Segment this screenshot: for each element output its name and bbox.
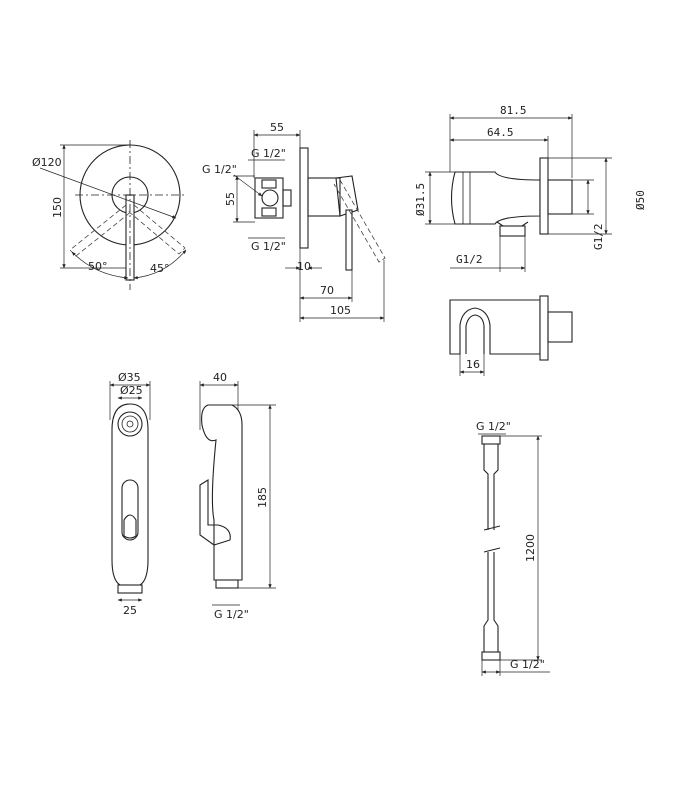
bracket-body [449,299,541,355]
dim-70-label: 70 [320,284,334,297]
mixer-body-box [254,177,284,219]
height-plate-label: 150 [51,197,64,218]
dim-16-label: 16 [466,358,480,371]
top-width-label: 55 [270,121,284,134]
mixer-front-view: Ø120 150 50° 45° [32,140,187,290]
thread-bottom-label: G 1/2" [510,658,545,671]
wall-plate [299,147,309,249]
length-label: 1200 [524,534,537,562]
holder-outlet-view: 81.5 64.5 Ø31.5 Ø50 G1/2 G1/2 [414,104,647,272]
height-55-label: 55 [224,192,237,206]
thread-top-label: G 1/2" [476,420,511,433]
dia-body-label: Ø31.5 [414,183,427,216]
dia-flange-label: Ø50 [634,190,647,210]
angle-left-label: 50° [88,260,108,273]
width-bottom-label: 25 [123,604,137,617]
hand-shower-side: 40 185 G 1/2" [199,371,276,621]
dia-plate-label: Ø120 [32,156,62,169]
holder-body [450,171,541,225]
shower-body-side [201,404,243,581]
thread-bottom-label: G 1/2" [251,240,286,253]
trigger-slot [121,479,139,541]
spray-head [117,411,143,437]
shower-body-front [111,403,149,586]
dim-10-label: 10 [297,260,311,273]
thread-bottom-label: G1/2 [456,253,483,266]
thread-label: G 1/2" [214,608,249,621]
len-mid-label: 64.5 [487,126,514,139]
dia-outer-label: Ø35 [118,371,141,384]
holder-bracket-view: 16 [449,295,573,376]
side-lever [345,209,353,271]
trigger-side [199,479,231,546]
thread-right-label: G1/2 [592,224,605,251]
dim-105-label: 105 [330,304,351,317]
thread-top-label: G 1/2" [251,147,286,160]
len-total-label: 81.5 [500,104,527,117]
lever-left-position [69,204,133,257]
hose-lower [483,552,499,652]
holder-flange [539,157,549,235]
length-label: 185 [256,487,269,508]
lever-right-position [127,204,186,255]
thread-left-label: G 1/2" [202,163,237,176]
side-width-label: 40 [213,371,227,384]
angle-right-label: 45° [150,262,170,275]
hand-shower-front: Ø35 Ø25 25 [109,371,151,617]
dia-inner-label: Ø25 [120,384,143,397]
hose-upper [483,444,499,530]
hose-view: G 1/2" 1200 G 1/2" [476,420,550,676]
mixer-side-view: 55 G 1/2" G 1/2" 55 G 1/2" 10 [202,121,386,322]
